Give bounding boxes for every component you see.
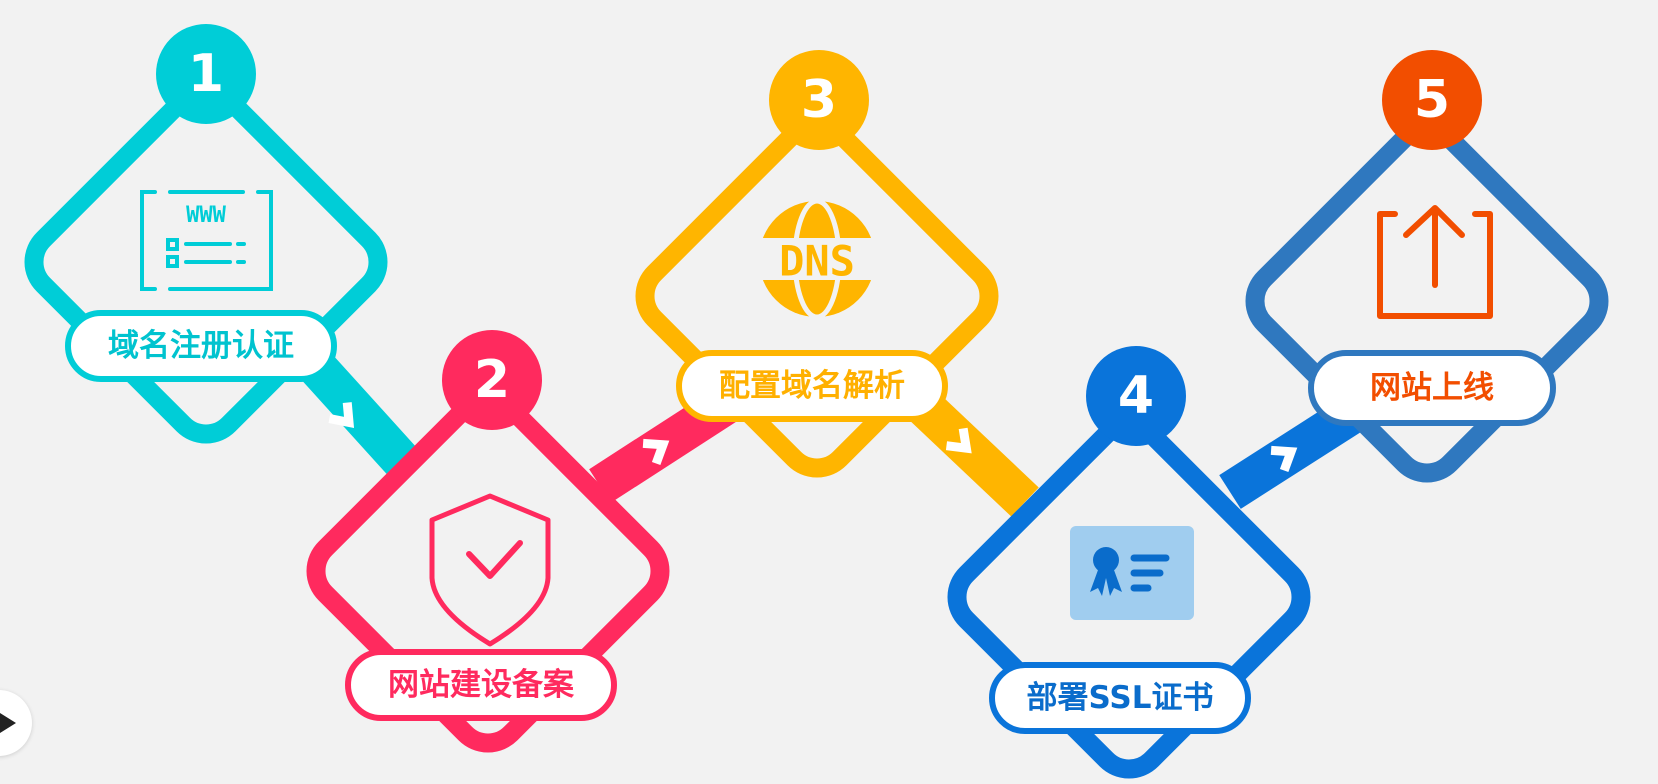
svg-text:网站建设备案: 网站建设备案 — [388, 667, 575, 703]
chevron-icon — [1270, 445, 1298, 473]
chevron-icon — [328, 402, 355, 429]
svg-text:1: 1 — [188, 44, 224, 104]
svg-text:域名注册认证: 域名注册认证 — [108, 328, 294, 364]
www-browser-icon: WWW — [140, 190, 273, 291]
dns-globe-icon: DNS — [757, 198, 877, 320]
step-2-label: 网站建设备案 — [345, 649, 617, 721]
svg-text:2: 2 — [474, 350, 510, 410]
svg-text:3: 3 — [801, 70, 837, 130]
svg-text:网站上线: 网站上线 — [1370, 370, 1494, 406]
step-5-label: 网站上线 — [1308, 350, 1556, 426]
step-3-label: 配置域名解析 — [676, 350, 948, 422]
svg-text:5: 5 — [1414, 70, 1450, 130]
svg-text:4: 4 — [1118, 366, 1154, 426]
chevron-icon — [642, 438, 670, 466]
svg-text:部署SSL证书: 部署SSL证书 — [1026, 680, 1213, 716]
upload-icon — [1377, 205, 1493, 319]
step-4-label: 部署SSL证书 — [989, 662, 1251, 734]
connector-3-4 — [901, 383, 1039, 517]
chevron-icon — [945, 427, 972, 454]
svg-text:配置域名解析: 配置域名解析 — [719, 368, 905, 404]
step-3-badge: 3 — [769, 50, 869, 150]
svg-text:DNS: DNS — [779, 237, 855, 286]
step-1-badge: 1 — [156, 24, 256, 124]
connector-1-2 — [300, 351, 425, 484]
step-5-badge: 5 — [1382, 50, 1482, 150]
svg-text:WWW: WWW — [186, 203, 226, 228]
connector-4-5 — [1219, 397, 1363, 509]
shield-check-icon — [429, 493, 551, 647]
step-2-badge: 2 — [442, 330, 542, 430]
certificate-icon — [1070, 526, 1194, 620]
step-4-badge: 4 — [1086, 346, 1186, 446]
step-1-label: 域名注册认证 — [65, 310, 337, 382]
